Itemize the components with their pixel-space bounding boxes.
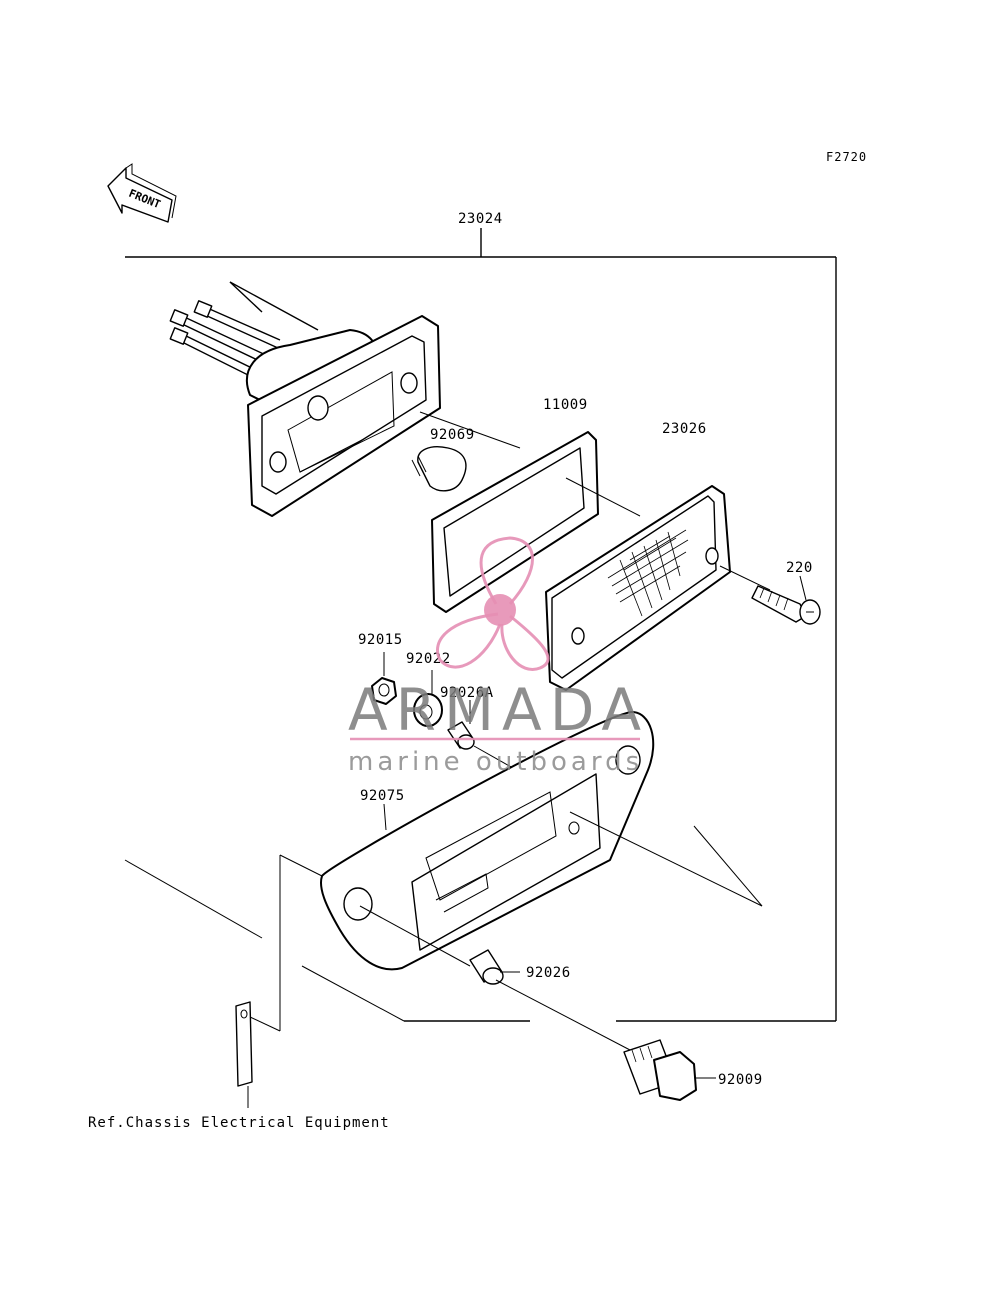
label-92075: 92075 bbox=[360, 788, 405, 804]
assembly-bracket-lines bbox=[125, 228, 837, 1022]
bracket-part bbox=[320, 711, 655, 971]
nut-part bbox=[371, 652, 397, 705]
grommet-part bbox=[413, 670, 443, 727]
collar-part bbox=[359, 905, 520, 985]
propeller-logo-icon bbox=[436, 536, 550, 671]
bulb-leader bbox=[419, 411, 521, 449]
front-arrow-icon: FRONT bbox=[107, 163, 177, 223]
reference-note: Ref.Chassis Electrical Equipment bbox=[88, 1115, 390, 1131]
label-92009: 92009 bbox=[718, 1072, 763, 1088]
label-92026a: 92026A bbox=[440, 685, 494, 701]
wire-leads bbox=[169, 281, 319, 381]
label-11009: 11009 bbox=[543, 397, 588, 413]
label-23024: 23024 bbox=[458, 211, 503, 227]
label-92069: 92069 bbox=[430, 427, 475, 443]
label-23026: 23026 bbox=[662, 421, 707, 437]
bolt-part bbox=[495, 979, 716, 1101]
lens-part bbox=[545, 485, 731, 691]
lens-grid-pattern bbox=[607, 529, 689, 617]
diagram-code: F2720 bbox=[826, 150, 867, 164]
label-92026: 92026 bbox=[526, 965, 571, 981]
gasket-part bbox=[431, 431, 641, 613]
connector-part bbox=[235, 854, 323, 1108]
propeller-hub-icon bbox=[484, 594, 516, 626]
watermark: ARMADA marine outboards bbox=[348, 536, 649, 777]
bulb-icon bbox=[411, 446, 467, 492]
watermark-title: ARMADA bbox=[348, 676, 649, 744]
screw-part bbox=[719, 565, 821, 625]
watermark-subtitle: marine outboards bbox=[348, 747, 643, 777]
label-220: 220 bbox=[786, 560, 813, 576]
label-92015: 92015 bbox=[358, 632, 403, 648]
lamp-housing bbox=[169, 281, 441, 517]
guide-lines bbox=[124, 811, 763, 1022]
